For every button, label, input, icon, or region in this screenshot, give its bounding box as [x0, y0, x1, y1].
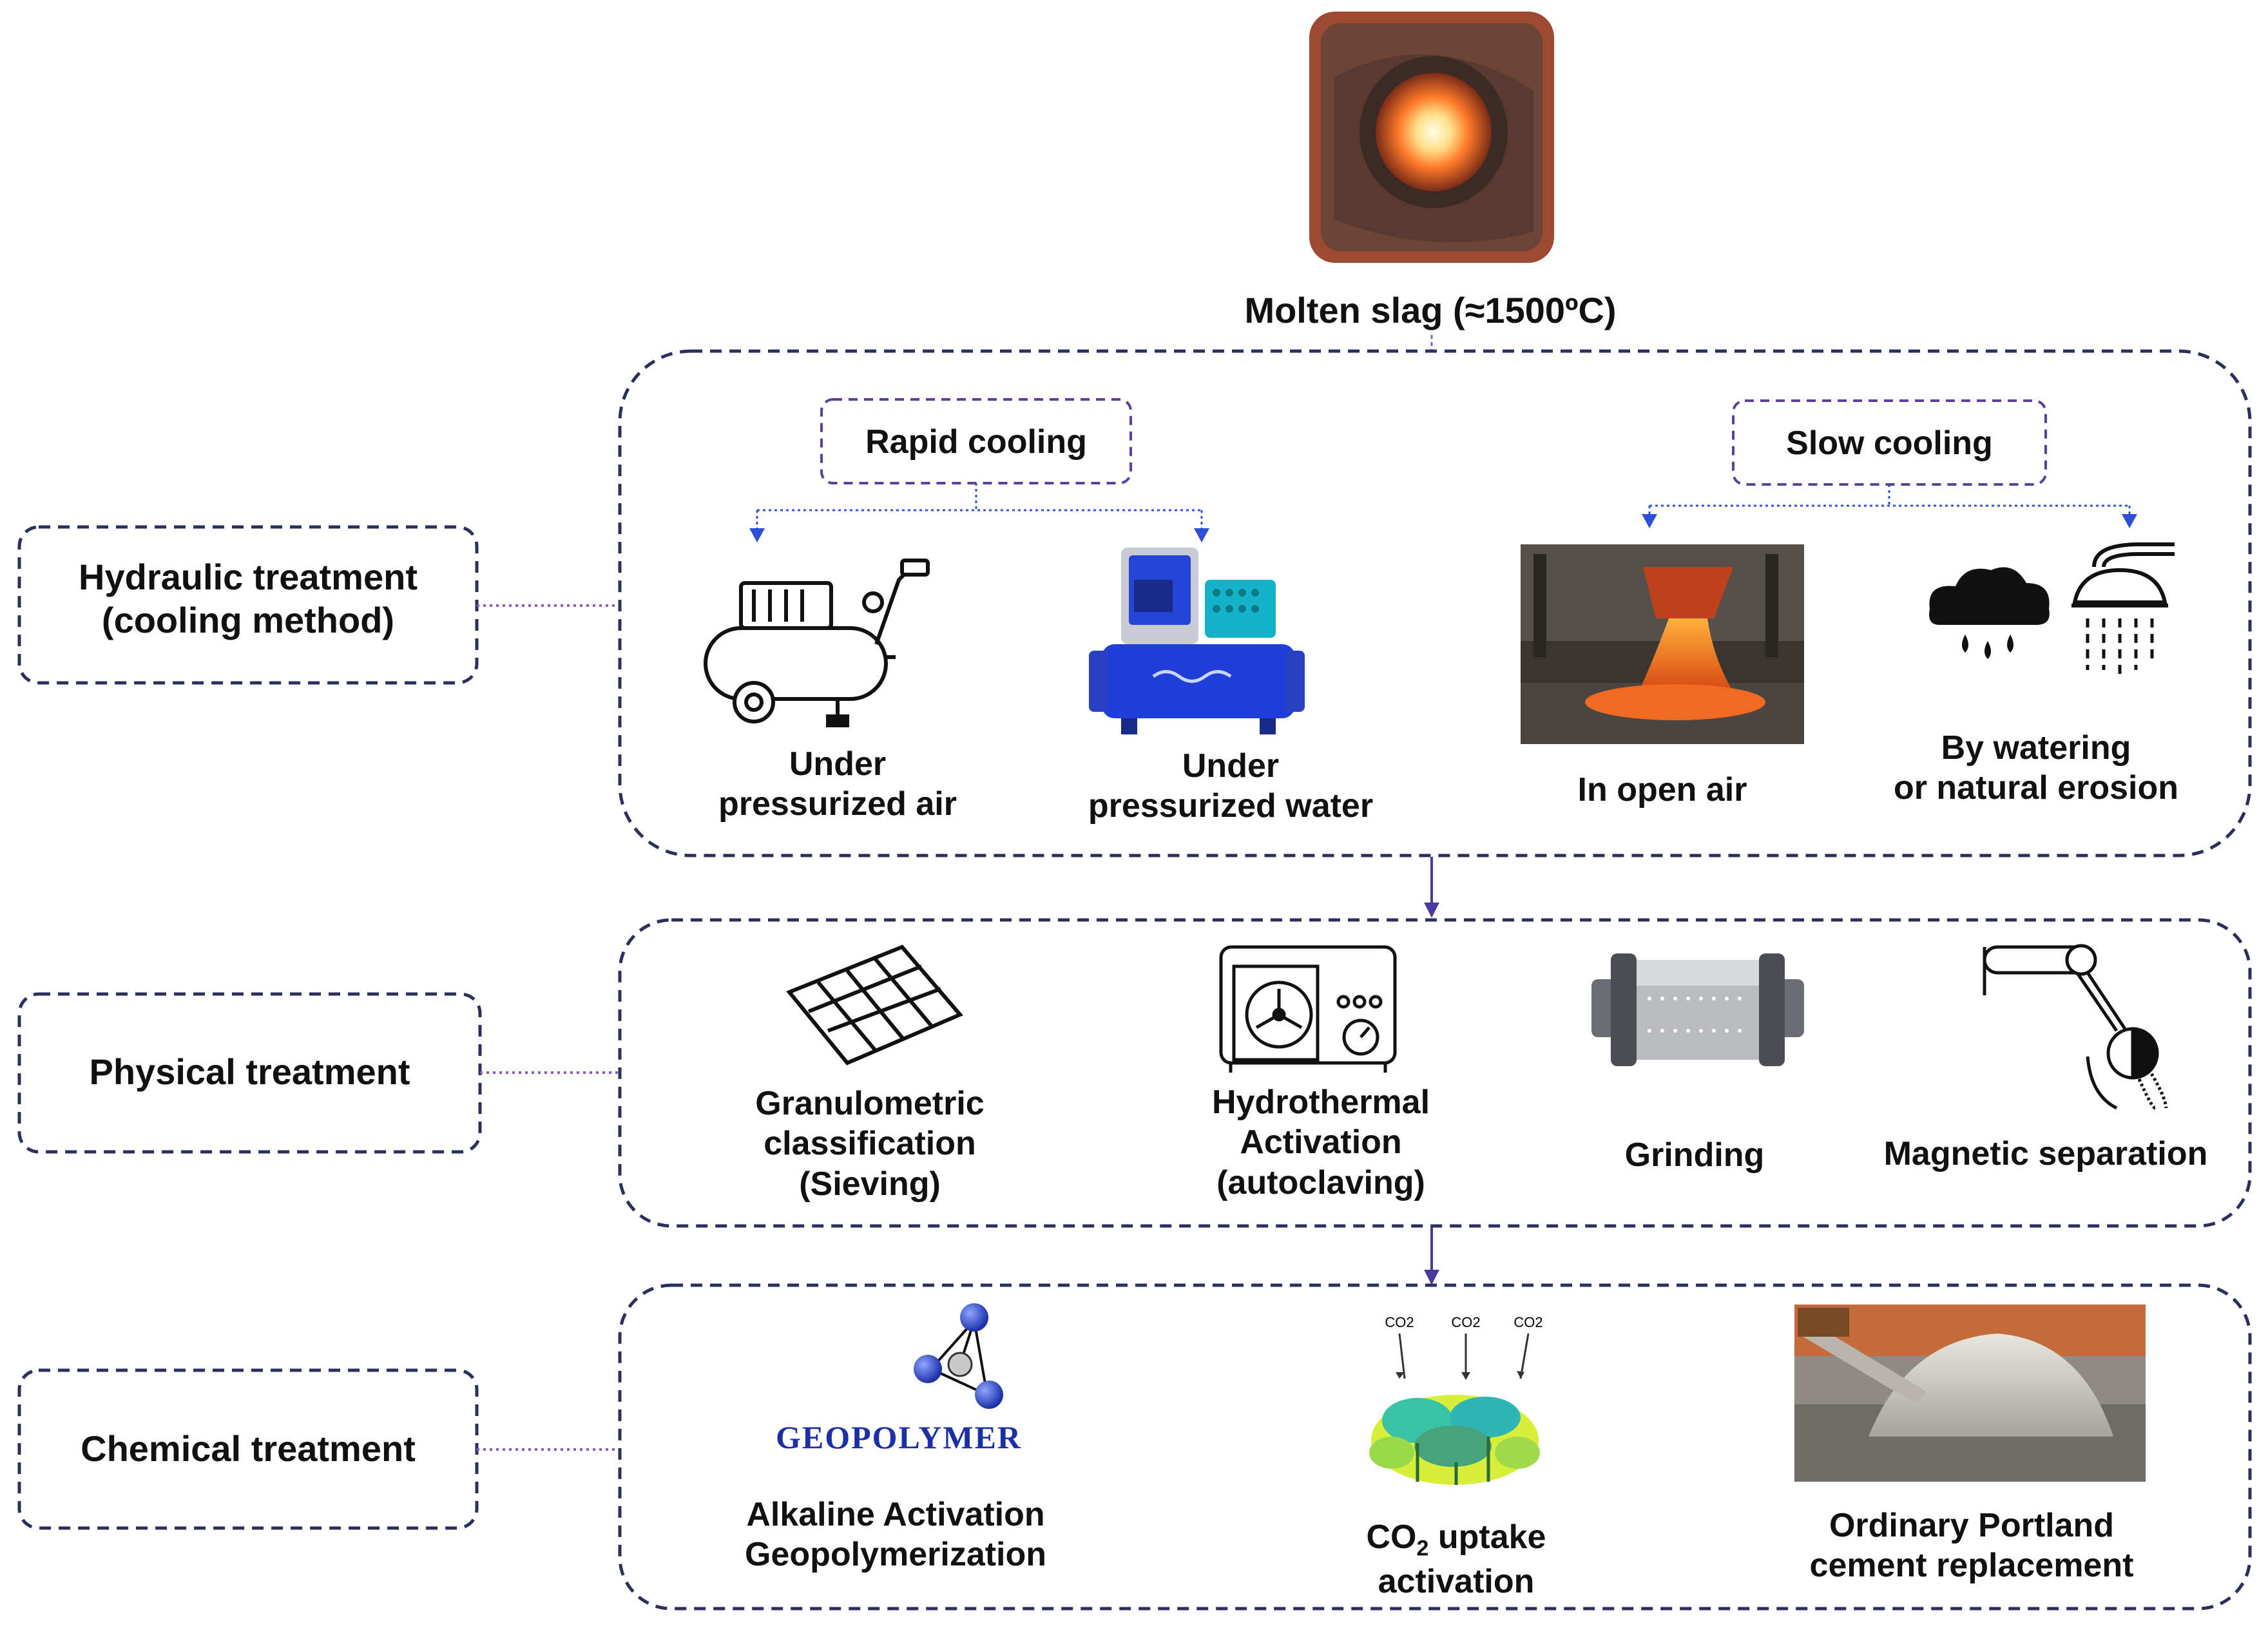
grinding-mill-icon: [1591, 953, 1804, 1066]
row-label-hydraulic: Hydraulic treatment (cooling method): [79, 557, 418, 641]
sieve-icon: [786, 944, 963, 1066]
rapid-branch-arrowhead-right: [1194, 528, 1209, 542]
slag-pouring-photo: [1521, 544, 1804, 744]
rapid-branch-arrowhead-left: [749, 528, 765, 542]
caption-sieving: Granulometric classification (Sieving): [755, 1085, 985, 1203]
co2-label-1: CO2: [1385, 1314, 1414, 1330]
geopolymer-molecule-icon: [914, 1303, 1003, 1409]
rapid-cooling-label: Rapid cooling: [865, 423, 1087, 461]
row-label-physical: Physical treatment: [89, 1051, 410, 1092]
caption-magnetic-separation: Magnetic separation: [1883, 1135, 2208, 1172]
co2-vegetation-icon: [1369, 1333, 1540, 1485]
co2-label-2: CO2: [1451, 1314, 1480, 1330]
geopolymer-logo: GEOPOLYMER: [776, 1419, 1022, 1455]
caption-pressurized-air: Under pressurized air: [718, 745, 957, 823]
autoclave-icon: [1219, 945, 1397, 1073]
slow-cooling-branch: [1648, 484, 2131, 515]
rapid-cooling-branch: [756, 483, 1203, 530]
rain-shower-icon: [1929, 542, 2175, 676]
caption-watering: By watering or natural erosion: [1893, 729, 2179, 807]
caption-grinding: Grinding: [1624, 1136, 1765, 1174]
row-label-chemical: Chemical treatment: [81, 1428, 416, 1469]
slow-branch-arrowhead-right: [2122, 514, 2137, 528]
caption-pressurized-water: Under pressurized water: [1088, 747, 1374, 825]
caption-autoclaving: Hydrothermal Activation (autoclaving): [1211, 1084, 1430, 1201]
caption-co2-uptake: CO2 uptake activation: [1366, 1518, 1546, 1601]
caption-open-air: In open air: [1577, 771, 1747, 808]
hydraulic-section-box: [618, 349, 2252, 857]
caption-cement-replacement: Ordinary Portland cement replacement: [1809, 1507, 2134, 1585]
water-pump-icon: [1089, 548, 1305, 734]
magnetic-separator-icon: [1983, 944, 2168, 1110]
caption-alkaline-activation: Alkaline Activation Geopolymerization: [744, 1496, 1047, 1574]
molten-slag-photo: [1309, 12, 1554, 263]
molten-slag-caption: Molten slag (≈1500ºC): [1244, 290, 1617, 330]
air-compressor-icon: [704, 559, 930, 727]
cement-photo: [1794, 1305, 2146, 1482]
slow-branch-arrowhead-left: [1642, 514, 1657, 528]
chemical-section-box: [618, 1283, 2252, 1611]
co2-label-3: CO2: [1514, 1314, 1542, 1330]
physical-section-box: [618, 918, 2252, 1228]
slow-cooling-label: Slow cooling: [1786, 425, 1993, 462]
